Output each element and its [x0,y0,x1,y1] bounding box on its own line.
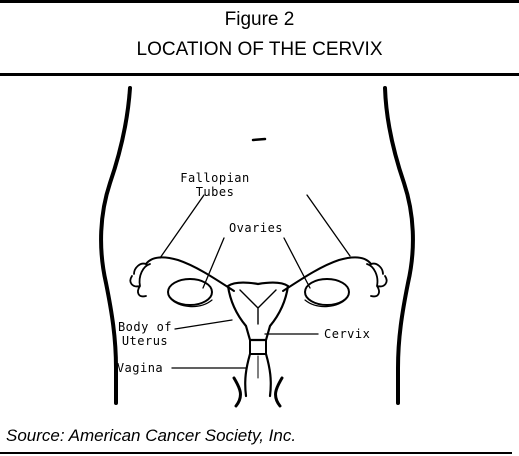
fimbria-right [367,264,387,297]
body-outline-left [101,88,130,403]
figure-header: Figure 2 LOCATION OF THE CERVIX [0,5,519,65]
anatomy-illustration: Fallopian Tubes Ovaries Body of Uterus C… [0,78,519,408]
figure-number: Figure 2 [0,5,519,35]
fallopian-leader-right [307,195,350,256]
body-outline-right [385,88,413,403]
thigh-left [234,378,240,406]
label-fallopian-line2: Tubes [196,185,235,199]
fimbria-left [130,264,150,297]
label-fallopian-line1: Fallopian [180,171,250,185]
ovary-left [168,279,212,305]
label-vagina: Vagina [117,361,163,375]
ovary-right [305,279,349,305]
anatomy-diagram: Fallopian Tubes Ovaries Body of Uterus C… [0,78,519,408]
navel [253,139,265,140]
fallopian-tube-left [146,257,234,291]
figure-title: LOCATION OF THE CERVIX [0,35,519,65]
header-rule [0,73,519,76]
ovaries-leader-right [284,238,310,288]
label-ovaries: Ovaries [229,221,283,235]
label-cervix: Cervix [324,327,370,341]
uterine-cavity [240,290,276,324]
fallopian-leader-left [160,195,204,258]
ovaries-leader-left [203,238,224,288]
label-body-line2: Uterus [122,334,168,348]
label-body-line1: Body of [118,320,172,334]
bottom-rule [0,452,512,454]
cervix [250,340,266,354]
source-credit: Source: American Cancer Society, Inc. [6,426,296,446]
thigh-right [276,378,282,406]
top-rule [0,0,519,3]
body-leader [175,320,232,329]
